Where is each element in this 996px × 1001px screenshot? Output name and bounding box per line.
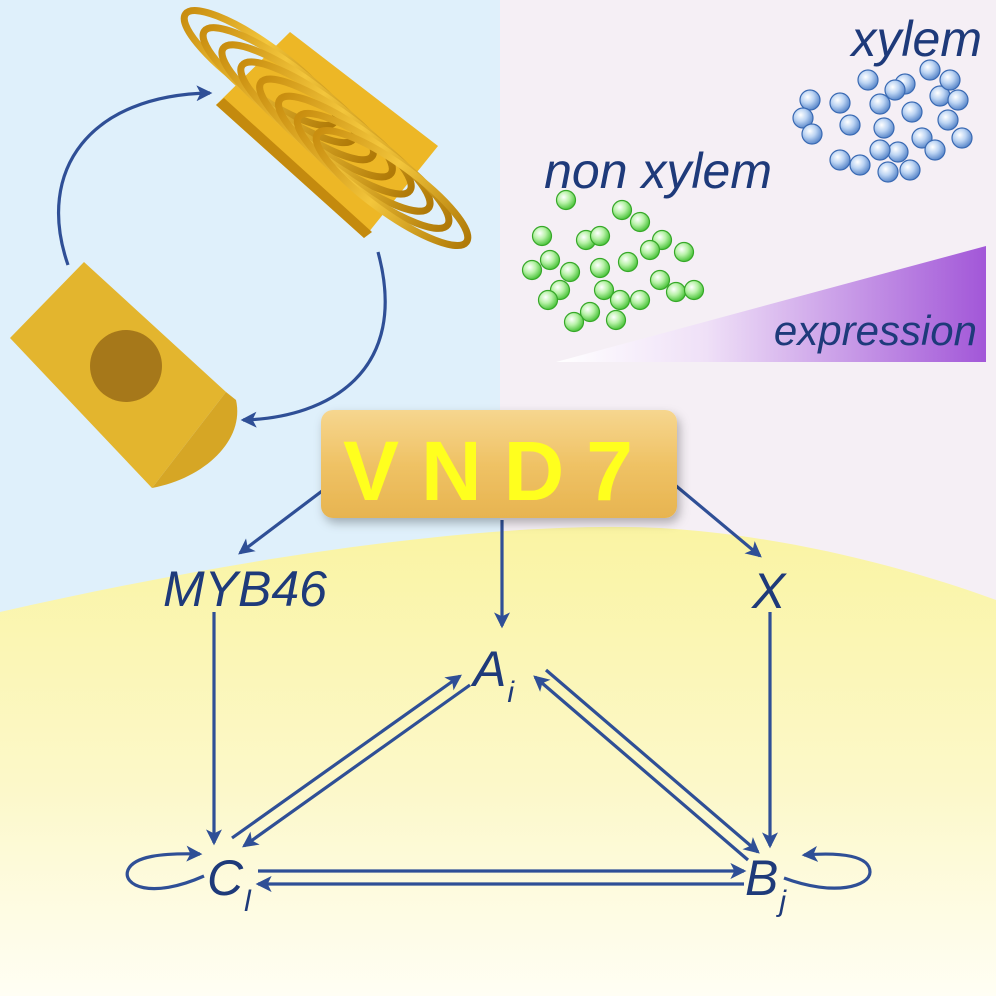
regulatory-network <box>125 483 872 892</box>
non-xylem-sphere <box>609 289 631 311</box>
non-xylem-sphere <box>555 189 577 211</box>
arrow-c-to-a <box>231 674 462 840</box>
xylem-sphere <box>951 127 973 149</box>
non-xylem-sphere <box>617 251 639 273</box>
expression-gradient-wedge <box>556 246 986 362</box>
non-xylem-sphere <box>539 249 561 271</box>
xylem-sphere <box>873 117 895 139</box>
node-x: X <box>751 563 787 619</box>
expression-label: expression <box>774 307 977 354</box>
node-a: Ai <box>470 641 515 709</box>
non-xylem-sphere <box>579 301 601 323</box>
non-xylem-sphere <box>629 289 651 311</box>
xylem-sphere <box>939 69 961 91</box>
non-xylem-sphere <box>683 279 705 301</box>
non-xylem-sphere <box>611 199 633 221</box>
non-xylem-sphere <box>563 311 585 333</box>
non-xylem-sphere <box>673 241 695 263</box>
non-xylem-sphere <box>521 259 543 281</box>
nucleus <box>90 330 162 402</box>
arrow-vnd7-to-x <box>673 483 762 558</box>
xylem-sphere <box>801 123 823 145</box>
xylem-label: xylem <box>849 11 982 67</box>
xylem-sphere <box>911 127 933 149</box>
non-xylem-sphere <box>589 257 611 279</box>
cell-icon <box>10 262 238 488</box>
xylem-sphere <box>869 139 891 161</box>
arrow-a-to-b <box>544 668 760 854</box>
non-xylem-sphere <box>593 279 615 301</box>
xylem-sphere <box>869 93 891 115</box>
non-xylem-sphere <box>531 225 553 247</box>
cycle-arrow-down <box>240 251 387 428</box>
non-xylem-sphere <box>589 225 611 247</box>
xylem-cluster <box>792 59 973 183</box>
non-xylem-sphere <box>559 261 581 283</box>
xylem-sphere <box>839 114 861 136</box>
secondary-wall-coil-icon <box>180 7 472 249</box>
arrow-a-to-c <box>242 683 471 848</box>
coil-ring <box>312 127 472 249</box>
xylem-sphere <box>884 79 906 101</box>
cycle-arrow-up <box>57 85 213 266</box>
non-xylem-sphere <box>629 211 651 233</box>
xylem-sphere <box>887 141 909 163</box>
self-loop-b <box>783 845 872 890</box>
xylem-sphere <box>924 139 946 161</box>
non-xylem-cluster <box>521 189 705 333</box>
xylem-sphere <box>947 89 969 111</box>
xylem-sphere <box>937 109 959 131</box>
xylem-sphere <box>829 92 851 114</box>
network-panel-background <box>0 526 996 996</box>
xylem-sphere <box>877 161 899 183</box>
xylem-sphere <box>919 59 941 81</box>
non-xylem-sphere <box>605 309 627 331</box>
arrow-vnd7-to-myb46 <box>238 483 331 555</box>
non-xylem-sphere <box>537 289 559 311</box>
non-xylem-sphere <box>639 239 661 261</box>
vnd7-box <box>321 410 677 518</box>
non-xylem-sphere <box>649 269 671 291</box>
xylem-sphere <box>899 159 921 181</box>
cycle-arrow-icon <box>57 85 387 428</box>
xylem-sphere <box>901 101 923 123</box>
self-loop-c <box>125 845 205 891</box>
xylem-sphere <box>849 154 871 176</box>
xylem-sphere <box>857 69 879 91</box>
node-c: Cl <box>207 850 252 918</box>
xylem-sphere <box>799 89 821 111</box>
xylem-sphere <box>829 149 851 171</box>
node-myb46: MYB46 <box>163 561 327 617</box>
non-xylem-sphere <box>665 281 687 303</box>
xylem-sphere <box>792 107 814 129</box>
non-xylem-label: non xylem <box>544 143 772 199</box>
arrow-b-to-a <box>533 675 750 862</box>
vnd7-label: VND7 <box>343 424 655 518</box>
vnd7-hub: VND7 <box>321 410 677 518</box>
